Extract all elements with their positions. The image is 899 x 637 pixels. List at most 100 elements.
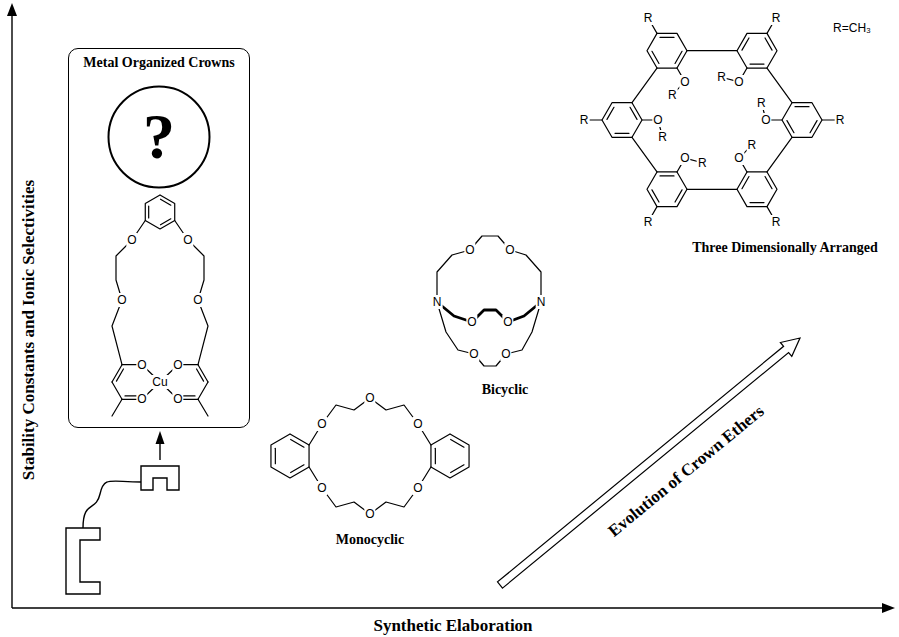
atom-label: R — [643, 11, 654, 25]
atom-label: O — [464, 243, 475, 257]
bond-line — [687, 50, 737, 51]
bond-line — [742, 38, 749, 50]
atom-label: O — [364, 507, 375, 521]
bond-line — [675, 51, 682, 63]
atom-label: Cu — [151, 375, 168, 389]
bond-line — [630, 107, 637, 119]
bond-line — [437, 236, 541, 302]
bond-line — [647, 33, 687, 68]
bond-line — [647, 172, 687, 207]
bond-line — [198, 399, 208, 416]
atom-label: R — [697, 156, 708, 170]
y-axis — [11, 14, 12, 608]
question-circle: ? — [107, 85, 211, 189]
atom-label: R — [643, 215, 654, 229]
atom-label: O — [502, 315, 513, 329]
atom-label: O — [126, 233, 137, 247]
bond-line — [767, 68, 792, 103]
bond-line — [652, 51, 659, 63]
atom-label: O — [136, 392, 147, 406]
bond-line — [451, 465, 464, 473]
binding-piece — [66, 528, 100, 594]
bond-line — [767, 137, 792, 172]
circle-outline — [109, 87, 210, 188]
bond-line — [795, 106, 809, 107]
bond-line — [175, 221, 208, 365]
formula-note: R=CH₃ — [833, 22, 871, 34]
bond-line — [291, 439, 304, 447]
atom-label: O — [733, 151, 744, 165]
bond-line — [275, 448, 276, 463]
bond-line — [687, 189, 737, 190]
question-mark: ? — [143, 105, 175, 169]
atom-label: O — [412, 417, 423, 431]
binding-piece — [141, 466, 179, 490]
bond-line — [782, 103, 822, 138]
bond-line — [615, 133, 629, 134]
bond-line — [660, 175, 674, 176]
bond-line — [602, 103, 642, 138]
axis-title: Stability Constants and Ionic Selectivit… — [20, 180, 37, 480]
bond-line — [437, 302, 541, 366]
bond-line — [737, 172, 777, 207]
atom-label: R — [835, 113, 846, 127]
bond-line — [431, 434, 469, 478]
bond-line — [632, 137, 657, 172]
bond-line — [198, 382, 208, 399]
atom-label: R — [579, 113, 590, 127]
bond-line — [742, 177, 749, 189]
atom-label: O — [364, 391, 375, 405]
atom-label: O — [136, 358, 147, 372]
atom-label: O — [182, 233, 193, 247]
atom-label: O — [679, 151, 690, 165]
atom-label: N — [536, 295, 547, 309]
bond-line — [112, 221, 145, 365]
atom-label: O — [466, 315, 477, 329]
atom-label: O — [316, 481, 327, 495]
bond-line — [660, 37, 674, 38]
bond-line — [451, 439, 464, 447]
atom-label: N — [432, 295, 443, 309]
atom-label: R — [771, 215, 782, 229]
y-axis-arrowhead — [7, 3, 17, 16]
atom-label: R — [771, 11, 782, 25]
bond-line — [309, 398, 431, 445]
structure-caption: Three Dimensionally Arranged — [692, 241, 878, 255]
structure-caption: Bicyclic — [482, 383, 529, 397]
bond-line — [112, 382, 122, 399]
atom-label: O — [172, 358, 183, 372]
group-box: Metal Organized Crowns? — [68, 48, 250, 428]
arrow-label: Evolution of Crown Ethers — [605, 402, 767, 540]
bond-line — [161, 199, 171, 205]
bond-line — [750, 202, 764, 203]
x-axis-arrowhead — [882, 603, 895, 613]
tether-line — [83, 481, 141, 528]
atom-label: R — [716, 70, 727, 84]
bond-line — [632, 68, 657, 103]
atom-label: O — [504, 243, 515, 257]
bond-line — [197, 369, 204, 381]
bond-line — [291, 465, 304, 473]
bond-line — [116, 369, 123, 381]
bond-line — [787, 121, 794, 133]
atom-label: O — [192, 293, 203, 307]
atom-label: R — [746, 138, 757, 152]
x-axis — [12, 607, 884, 608]
atom-label: O — [468, 347, 479, 361]
evolution-arrow — [498, 338, 801, 588]
atom-label: O — [316, 417, 327, 431]
bond-line — [145, 195, 174, 229]
bond-line — [437, 302, 541, 322]
bond-line — [607, 107, 614, 119]
assembly-arrowhead — [156, 431, 165, 444]
atom-label: O — [733, 75, 744, 89]
bond-line — [652, 190, 659, 202]
atom-label: O — [652, 113, 663, 127]
bond-line — [765, 177, 772, 189]
atom-label: R — [657, 130, 668, 144]
bond-line — [148, 206, 149, 218]
box-heading: Metal Organized Crowns — [83, 56, 234, 70]
atom-label: O — [172, 392, 183, 406]
bond-line — [271, 434, 309, 478]
atom-label: O — [412, 481, 423, 495]
